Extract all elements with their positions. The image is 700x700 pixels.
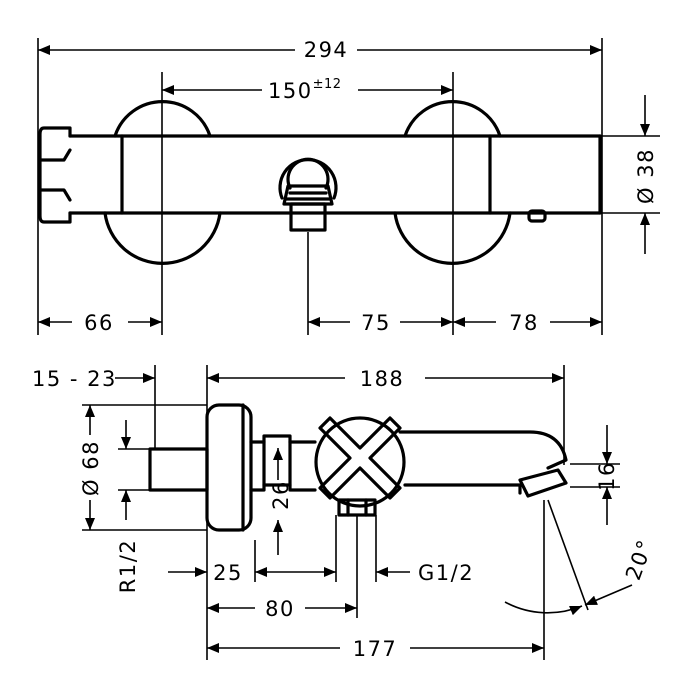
thread-outlet-label: G1/2: [418, 561, 474, 585]
inlet-offset-label: 25: [213, 561, 243, 585]
overall-width-label: 294: [304, 38, 349, 62]
top-view: 294 150±12 Ø 38 66 75 78: [37, 38, 660, 335]
top-diameter-label: Ø 38: [634, 148, 658, 204]
handle-height-label: 26: [269, 480, 293, 510]
projection-label: 188: [360, 367, 405, 391]
side-diameter-label: Ø 68: [79, 440, 103, 496]
thread-inlet-label: R1/2: [116, 539, 140, 593]
side-view: 15 - 23 188 Ø 68 26 16 R1/2 25 G1/2 80: [32, 365, 658, 661]
valve-spacing-label: 150±12: [268, 77, 342, 103]
valve-spacing-tolerance: ±12: [313, 77, 342, 92]
outlet-height-label: 16: [595, 461, 619, 491]
wall-gap-label: 15 - 23: [32, 367, 117, 391]
spout-length-label: 177: [353, 637, 398, 661]
right-offset-label: 78: [509, 311, 539, 335]
spout-angle-label: 20°: [621, 536, 658, 583]
center-to-right-valve-label: 75: [361, 311, 391, 335]
left-offset-label: 66: [84, 311, 114, 335]
handle-offset-label: 80: [265, 597, 295, 621]
